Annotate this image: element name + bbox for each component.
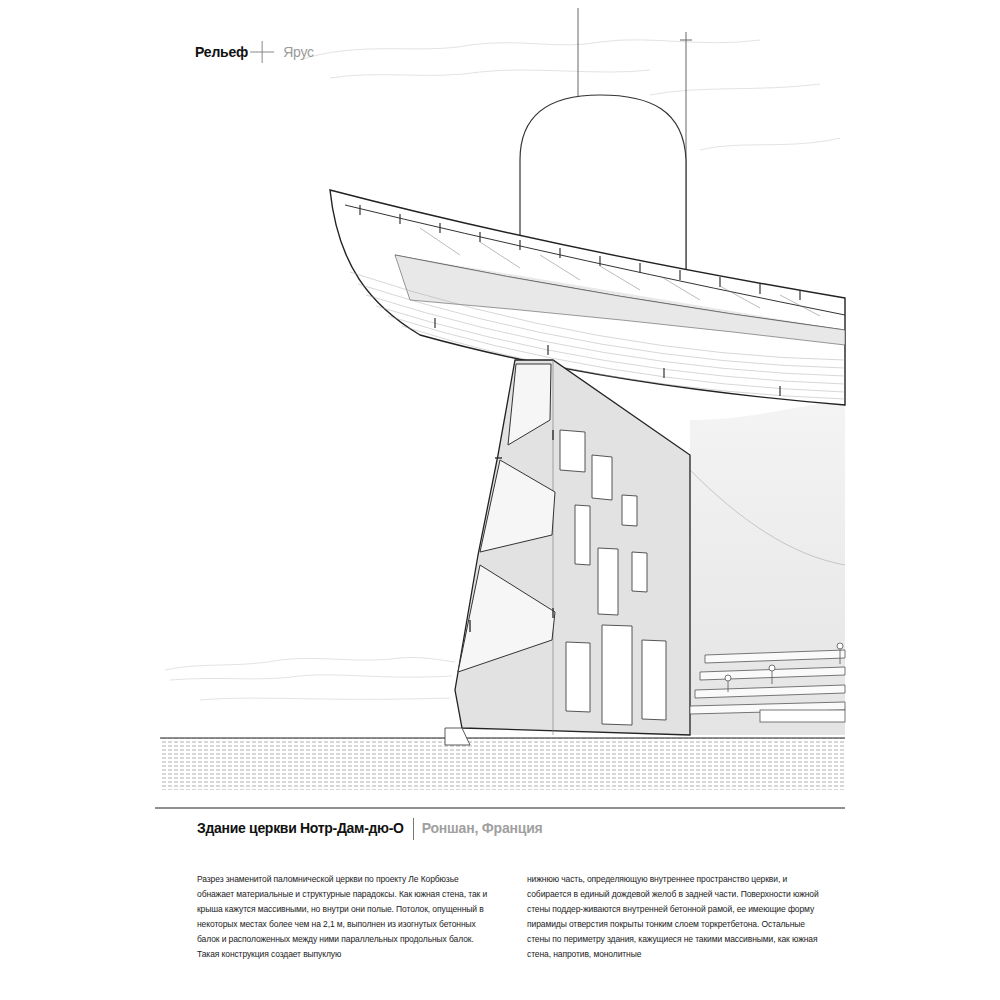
location: Роншан, Франция [422,820,543,836]
interior-curve [690,470,845,565]
title: Здание церкви Нотр-Дам-дю-О [197,820,404,836]
body-text: Разрез знаменитой паломнической церкви п… [197,872,489,962]
ground [160,728,845,790]
interior-space [690,400,845,735]
south-wall [455,360,690,735]
roof [330,190,845,405]
pews [690,643,845,722]
body-text: нижнюю часть, определяющую внутреннее пр… [527,872,819,962]
header-cross [250,41,274,63]
section-name: Рельеф [195,44,248,60]
subsection-name: Ярус [283,44,314,60]
tower [520,8,692,280]
rule-line [155,808,845,809]
title-separator [413,818,414,840]
